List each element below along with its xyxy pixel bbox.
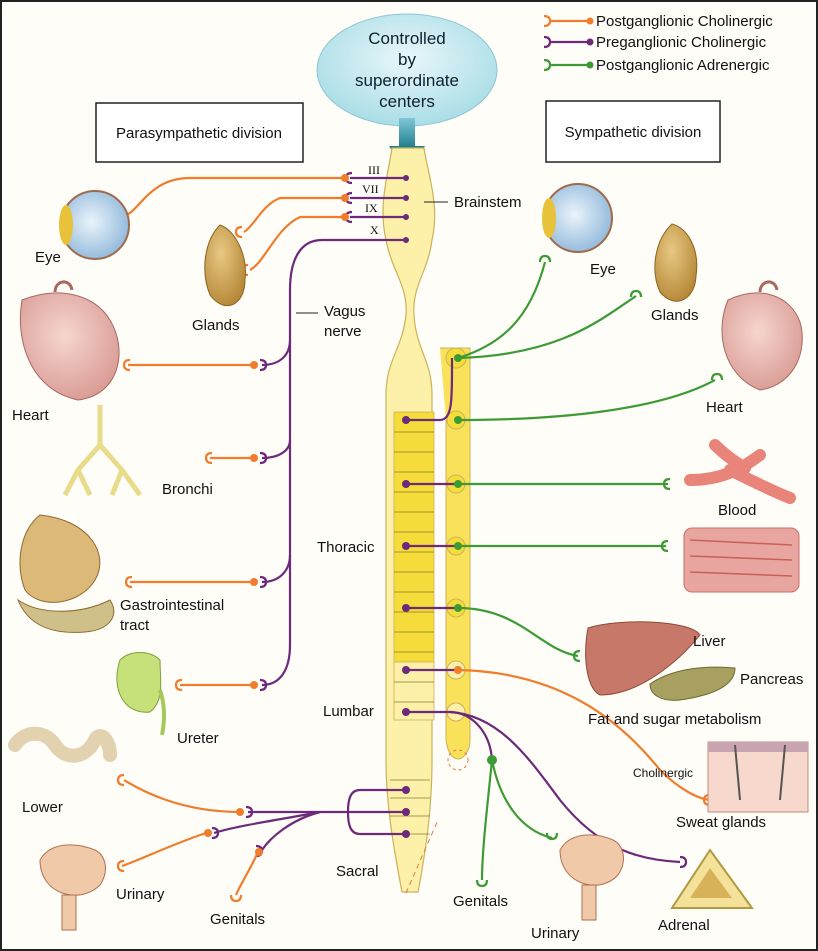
symp-eye-label: Eye <box>590 261 616 278</box>
legend-item-preganglionic-cholinergic: Preganglionic Cholinergic <box>543 34 767 51</box>
heart-icon <box>721 280 803 391</box>
para-lower-label: Lower <box>22 799 63 816</box>
cloud-line: centers <box>379 92 435 111</box>
legend: Postganglionic Cholinergic Preganglionic… <box>543 13 773 74</box>
adrenal-gland-icon <box>670 848 754 909</box>
para-eye-label: Eye <box>35 249 61 266</box>
glands-icon <box>204 224 246 307</box>
symp-pancreas-label: Pancreas <box>740 671 803 688</box>
heart-icon <box>19 280 120 401</box>
ureter-icon <box>116 652 167 736</box>
bronchi-icon <box>62 405 143 497</box>
parasympathetic-division-label: Parasympathetic division <box>116 125 282 142</box>
symp-genitals-label: Genitals <box>453 893 508 910</box>
cranial-nerve-label: VII <box>362 182 379 196</box>
sympathetic-division-label: Sympathetic division <box>565 124 702 141</box>
para-ureter-label: Ureter <box>177 730 219 747</box>
para-urinary-label: Urinary <box>116 886 165 903</box>
muscle-tissue-icon <box>683 527 800 593</box>
symp-liver-label: Liver <box>693 633 726 650</box>
symp-urinary-label: Urinary <box>531 925 580 942</box>
cloud-line: Controlled <box>368 29 446 48</box>
glands-icon <box>654 223 698 302</box>
para-heart-label: Heart <box>12 407 50 424</box>
symp-metabolism-label: Fat and sugar metabolism <box>588 711 761 728</box>
eye-icon <box>542 183 613 253</box>
para-glands-label: Glands <box>192 317 240 334</box>
symp-adrenal-label: Adrenal <box>658 917 710 934</box>
parasympathetic-pathways <box>116 171 410 903</box>
cranial-nerve-label: IX <box>365 201 378 215</box>
sweat-glands-icon <box>707 741 809 813</box>
symp-glands-label: Glands <box>651 307 699 324</box>
vagus-label: nerve <box>324 323 362 340</box>
para-gi-label: tract <box>120 617 150 634</box>
symp-heart-label: Heart <box>706 399 744 416</box>
pancreas-icon <box>649 666 736 701</box>
thoracic-label: Thoracic <box>317 539 375 556</box>
gastrointestinal-tract-icon <box>16 514 115 633</box>
sympathetic-chain <box>440 347 471 771</box>
lower-bowel-icon <box>8 726 117 763</box>
sympathetic-pathways <box>402 254 724 888</box>
cranial-nerve-label: III <box>368 163 380 177</box>
legend-item-postganglionic-adrenergic: Postganglionic Adrenergic <box>543 57 770 74</box>
spinal-cord <box>382 147 439 894</box>
lumbar-label: Lumbar <box>323 703 374 720</box>
legend-label: Postganglionic Adrenergic <box>596 57 770 74</box>
liver-icon <box>585 621 701 696</box>
legend-label: Postganglionic Cholinergic <box>596 13 773 30</box>
para-genitals-label: Genitals <box>210 911 265 928</box>
legend-item-postganglionic-cholinergic: Postganglionic Cholinergic <box>543 13 773 30</box>
para-gi-label: Gastrointestinal <box>120 597 224 614</box>
vagus-label: Vagus <box>324 303 365 320</box>
cloud-line: by <box>398 50 416 69</box>
cranial-nerve-label: X <box>370 223 379 237</box>
superordinate-centers-cloud: Controlled by superordinate centers <box>316 13 498 127</box>
parasympathetic-division-box: Parasympathetic division <box>95 102 304 163</box>
cloud-line: superordinate <box>355 71 459 90</box>
legend-label: Preganglionic Cholinergic <box>596 34 767 51</box>
sacral-label: Sacral <box>336 863 379 880</box>
symp-blood-label: Blood <box>718 502 756 519</box>
symp-sweat-label: Sweat glands <box>676 814 766 831</box>
sympathetic-division-box: Sympathetic division <box>545 100 721 163</box>
para-bronchi-label: Bronchi <box>162 481 213 498</box>
symp-cholinergic-label: Cholinergic <box>633 766 693 780</box>
urinary-bladder-icon <box>559 834 624 921</box>
brainstem-label: Brainstem <box>454 194 522 211</box>
eye-icon <box>59 190 130 260</box>
urinary-bladder-icon <box>39 844 106 931</box>
blood-vessel-icon <box>684 439 796 504</box>
